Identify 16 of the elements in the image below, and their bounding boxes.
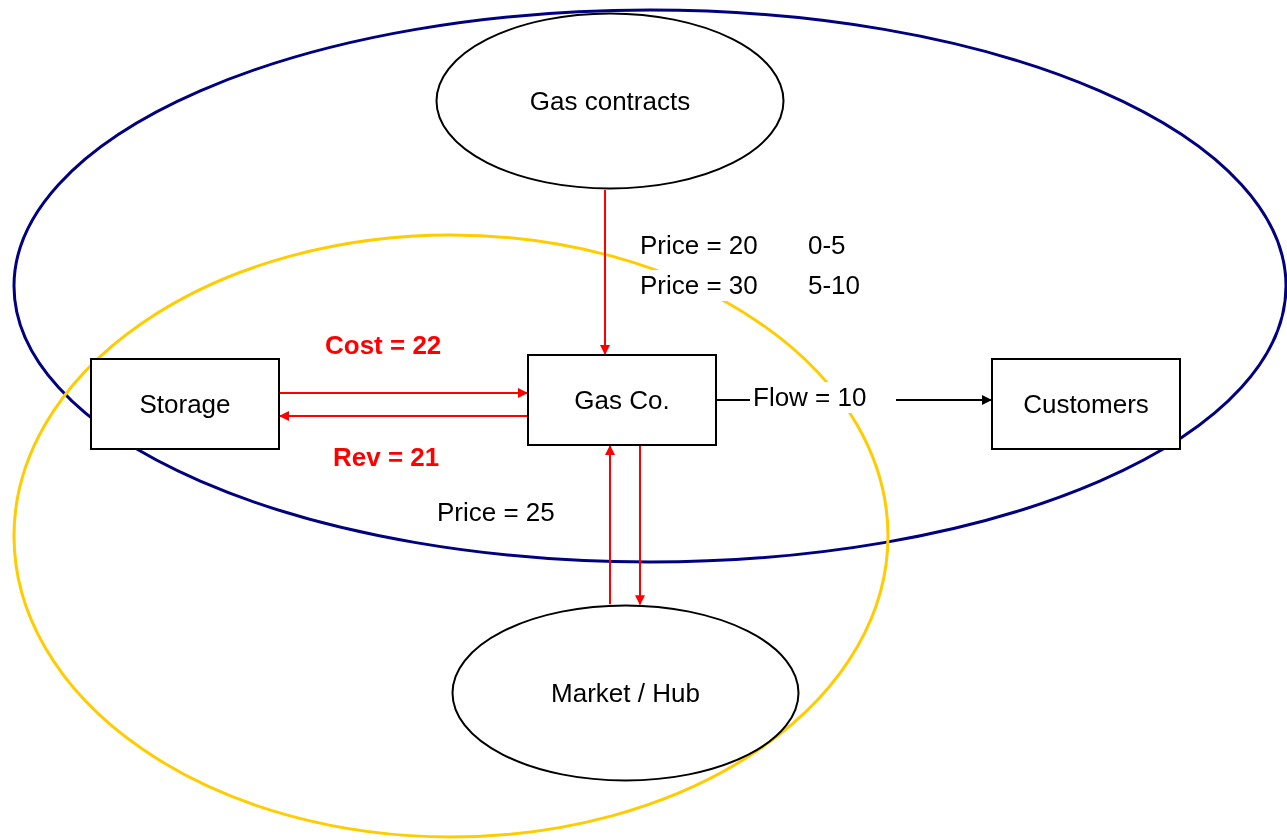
arrow [635, 445, 645, 606]
process-box [991, 358, 1181, 450]
node-label: Gas contracts [529, 85, 691, 117]
process-box [90, 358, 280, 450]
arrow [279, 411, 528, 421]
ellipse-node [451, 604, 800, 782]
node-label: Market / Hub [551, 677, 700, 709]
node-label: Customers [1023, 388, 1149, 420]
node-label: Storage [139, 388, 231, 420]
edge-label: Flow = 10 [750, 382, 897, 413]
arrow [605, 445, 615, 606]
ellipse-node [435, 12, 785, 190]
node-label: Gas Co. [574, 384, 670, 416]
arrow [600, 188, 610, 355]
process-box [527, 354, 717, 446]
arrow [279, 388, 528, 398]
